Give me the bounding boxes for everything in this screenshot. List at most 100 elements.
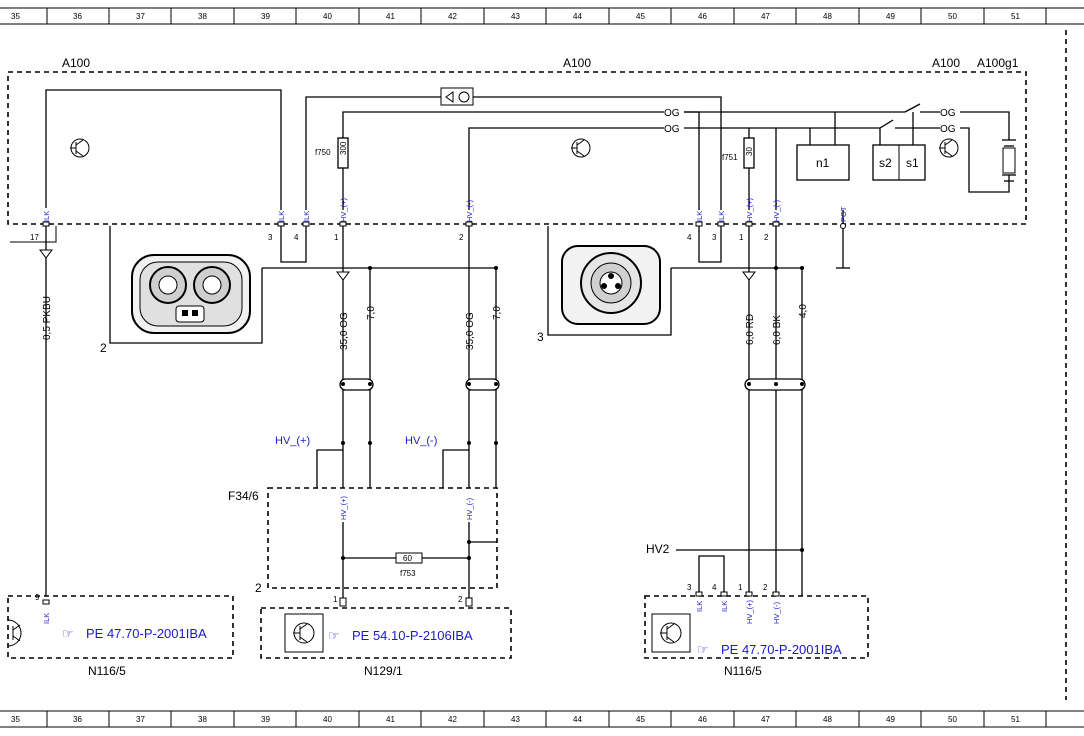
wire-label: 6,0 BK — [772, 315, 783, 345]
connector-3-frame — [547, 226, 672, 336]
hv-minus-label: HV_(-) — [405, 435, 437, 447]
ruler-num: 46 — [698, 715, 707, 724]
pin-number: 2 — [459, 233, 464, 242]
f34-6-internal — [341, 522, 497, 598]
ruler-num: 37 — [136, 12, 145, 21]
ruler-num: 51 — [1011, 12, 1020, 21]
reference-link[interactable]: PE 47.70-P-2001IBA — [721, 642, 842, 657]
wire-label: 0,5 PKBU — [42, 296, 53, 340]
fuse-label: f751 — [722, 153, 738, 162]
diode-box — [440, 87, 474, 106]
wire-label: 35,0 OG — [339, 312, 350, 350]
component-label: N129/1 — [364, 664, 403, 678]
a100-label: A100 — [932, 56, 960, 70]
hv-plus-label: HV_(+) — [275, 435, 310, 447]
signal-name: HV_(+) — [745, 198, 754, 222]
signal-name: ILK — [695, 211, 704, 222]
top-ruler: 35 36 37 38 39 40 41 42 43 44 45 46 47 4… — [0, 7, 1084, 25]
n129-1-box — [260, 607, 512, 659]
ruler-num: 50 — [948, 715, 957, 724]
pin-number: 2 — [764, 233, 769, 242]
hand-pointer-icon: ☞ — [697, 642, 709, 657]
ruler-num: 39 — [261, 715, 270, 724]
a100-label: A100 — [563, 56, 591, 70]
fuse-label: f750 — [315, 148, 331, 157]
signal-name: HV_(-) — [465, 199, 474, 222]
ruler-num: 36 — [73, 12, 82, 21]
pin-number: 17 — [30, 233, 39, 242]
n116-5-left-box — [7, 595, 234, 659]
ruler-num: 35 — [11, 12, 20, 21]
signal-name: ILK — [277, 211, 286, 222]
connector-label: 2 — [255, 581, 262, 595]
ruler-num: 50 — [948, 12, 957, 21]
a100-label: A100 — [62, 56, 90, 70]
wire-label: 4,0 — [798, 304, 809, 318]
transistor-icon — [660, 622, 682, 644]
transistor-icon — [7, 619, 22, 647]
n116-5-right-box — [644, 595, 869, 659]
fuse-rating: 60 — [403, 554, 412, 563]
connector-2-frame — [109, 226, 263, 344]
og-label: OG — [940, 124, 956, 135]
pin-number: 3 — [268, 233, 273, 242]
ruler-num: 43 — [511, 715, 520, 724]
hand-pointer-icon: ☞ — [328, 628, 340, 643]
transistor-icon-box — [284, 613, 324, 653]
signal-name: ILK — [302, 211, 311, 222]
f34-6-label: F34/6 — [228, 489, 259, 503]
component-label: N116/5 — [724, 664, 762, 678]
transistor-icon — [571, 138, 591, 158]
reference-link[interactable]: PE 54.10-P-2106IBA — [352, 628, 473, 643]
transistor-icon — [70, 138, 90, 158]
pin-number: 1 — [739, 233, 744, 242]
ruler-num: 37 — [136, 715, 145, 724]
fuse-f750 — [337, 137, 349, 169]
signal-name: ILK — [720, 601, 729, 612]
hv2-label: HV2 — [646, 542, 670, 556]
pin-number: 1 — [333, 595, 338, 604]
signal-name: HV_(+) — [339, 198, 348, 222]
pin-number: 1 — [334, 233, 339, 242]
signal-name: HV_(+) — [745, 600, 754, 624]
connector-label: 3 — [537, 330, 544, 344]
hand-pointer-icon: ☞ — [62, 626, 74, 641]
connector-label: 2 — [100, 341, 107, 355]
pin-number: 4 — [712, 583, 717, 592]
s2-label: s2 — [879, 156, 892, 170]
diode-icon — [445, 91, 470, 103]
wire-label: 35,0 OG — [465, 312, 476, 350]
pin-number: 4 — [687, 233, 692, 242]
ruler-num: 35 — [11, 715, 20, 724]
fuse-rating: 30 — [745, 147, 754, 156]
reference-link[interactable]: PE 47.70-P-2001IBA — [86, 626, 207, 641]
signal-name: HV_(-) — [772, 199, 781, 222]
transistor-icon — [293, 622, 315, 644]
pin-number: 9 — [35, 593, 40, 602]
signal-name: ILK — [695, 601, 704, 612]
a100g1-label: A100g1 — [977, 56, 1019, 70]
connector-2-image — [131, 254, 251, 334]
og-label: OG — [664, 108, 680, 119]
ruler-num: 49 — [886, 715, 895, 724]
ruler-num: 42 — [448, 12, 457, 21]
ruler-num: 41 — [386, 12, 395, 21]
ruler-num: 44 — [573, 715, 582, 724]
ruler-num: 47 — [761, 715, 770, 724]
fuse-label: f753 — [400, 569, 416, 578]
hv-wires-right — [671, 226, 806, 596]
pin-number: 1 — [738, 583, 743, 592]
ruler-num: 42 — [448, 715, 457, 724]
pin-number: 4 — [294, 233, 299, 242]
pin-stubs — [42, 221, 846, 242]
pin-number: 3 — [687, 583, 692, 592]
transistor-icon-box — [651, 613, 691, 653]
n1-box — [796, 144, 850, 181]
a100-internal-wiring — [45, 87, 1016, 269]
hv-wires-left — [262, 226, 500, 488]
ruler-num: 38 — [198, 715, 207, 724]
ruler-num: 48 — [823, 715, 832, 724]
a100-enclosure — [7, 71, 1027, 225]
ruler-num: 44 — [573, 12, 582, 21]
